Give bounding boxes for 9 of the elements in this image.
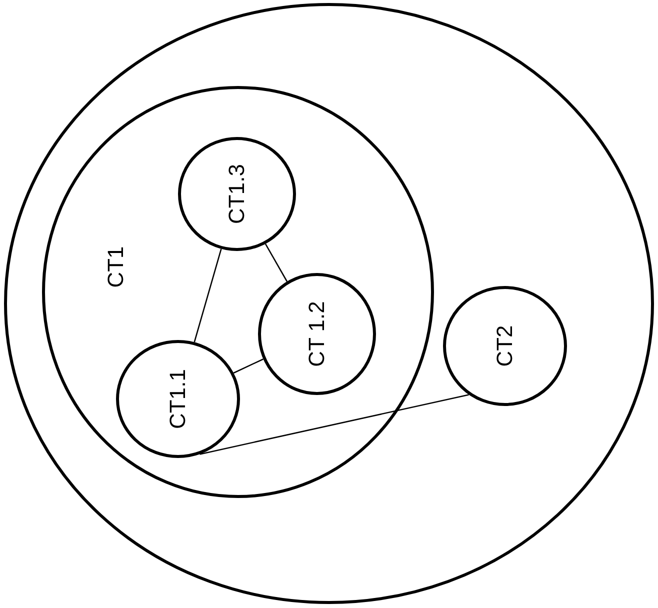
connector-line xyxy=(194,248,222,342)
connector-line xyxy=(264,244,288,282)
connector-line xyxy=(200,394,469,455)
node-label: CT1.3 xyxy=(224,164,250,224)
node-label: CT1.1 xyxy=(165,369,191,429)
group-label: CT1 xyxy=(103,246,130,288)
node-label: CT2 xyxy=(492,325,518,367)
node-label: CT 1.2 xyxy=(304,301,330,367)
connector-line xyxy=(233,358,264,374)
